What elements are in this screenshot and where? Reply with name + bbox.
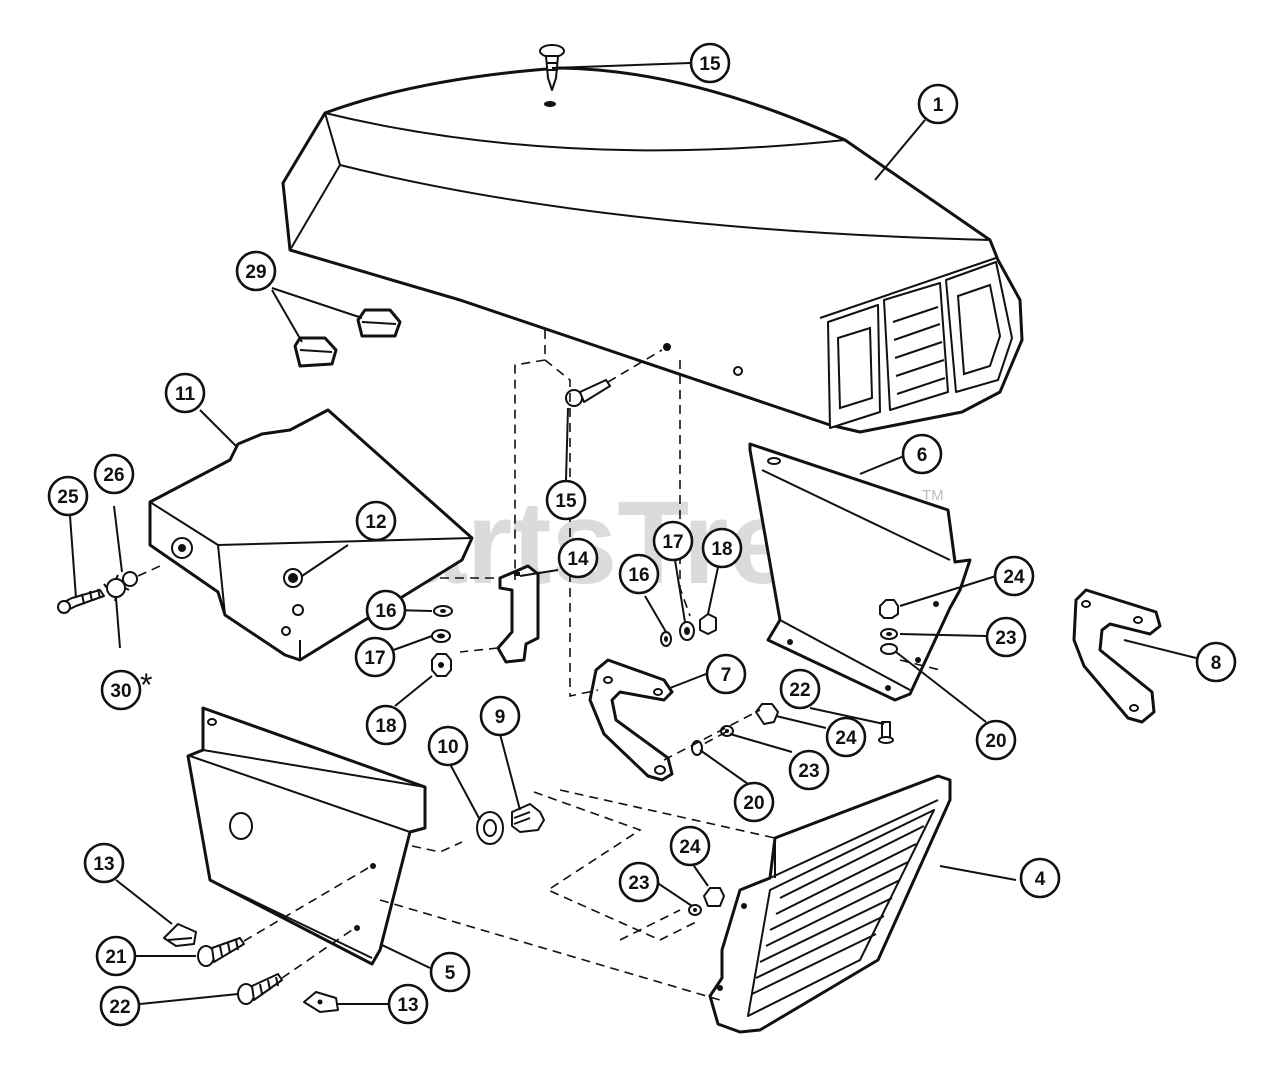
svg-text:17: 17 <box>662 532 683 553</box>
bumper-pads <box>293 308 402 368</box>
callout-23-right: 23 <box>985 616 1027 658</box>
callout-10: 10 <box>427 725 469 767</box>
fastener-stack-bottom <box>688 887 725 916</box>
callout-6: 6 <box>901 433 943 475</box>
screw-15-side <box>565 349 663 407</box>
svg-text:15: 15 <box>699 54 721 75</box>
callout-30: 30 <box>100 669 142 711</box>
svg-text:18: 18 <box>375 716 396 737</box>
svg-text:20: 20 <box>985 731 1006 752</box>
carriage-bolt-21 <box>197 867 369 967</box>
screw-15-top <box>539 44 565 107</box>
callout-8: 8 <box>1195 641 1237 683</box>
callout-5: 5 <box>429 951 471 993</box>
callout-18-middle: 18 <box>701 527 743 569</box>
callout-16-left: 16 <box>365 589 407 631</box>
svg-text:24: 24 <box>1003 567 1025 588</box>
callout-15-side: 15 <box>545 479 587 521</box>
svg-text:24: 24 <box>679 837 701 858</box>
callout-21: 21 <box>95 935 137 977</box>
callout-23-bottom: 23 <box>618 861 660 903</box>
bracket-14-part <box>496 564 540 664</box>
svg-text:18: 18 <box>711 539 732 560</box>
side-panel-5-part <box>186 706 427 966</box>
carriage-bolt-22 <box>237 929 353 1005</box>
callout-15-top: 15 <box>689 42 731 84</box>
svg-text:8: 8 <box>1211 653 1222 674</box>
svg-text:22: 22 <box>789 680 810 701</box>
svg-text:6: 6 <box>917 445 928 466</box>
callout-24-bottom: 24 <box>669 825 711 867</box>
callout-24-right: 24 <box>993 555 1035 597</box>
svg-text:7: 7 <box>721 665 732 686</box>
callout-17-left: 17 <box>354 636 396 678</box>
svg-text:23: 23 <box>995 628 1016 649</box>
front-grille-4-part <box>708 774 952 1034</box>
left-fastener-stack <box>57 565 161 614</box>
svg-text:4: 4 <box>1035 869 1046 890</box>
heat-shield-part <box>148 408 474 662</box>
bracket-8-part <box>1072 588 1162 724</box>
callout-11: 11 <box>164 372 206 414</box>
callout-26: 26 <box>93 453 135 495</box>
svg-text:13: 13 <box>397 995 418 1016</box>
svg-text:21: 21 <box>105 947 127 968</box>
svg-text:16: 16 <box>628 565 649 586</box>
hood-part <box>281 66 1024 434</box>
callout-7: 7 <box>705 653 747 695</box>
callout-22-left: 22 <box>99 985 141 1027</box>
svg-text:23: 23 <box>798 761 819 782</box>
svg-text:24: 24 <box>835 728 857 749</box>
callout-23-center: 23 <box>788 749 830 791</box>
svg-text:22: 22 <box>109 997 130 1018</box>
svg-text:12: 12 <box>365 512 386 533</box>
svg-text:14: 14 <box>567 549 589 570</box>
callout-4: 4 <box>1019 857 1061 899</box>
clip-13-bottom <box>303 991 339 1013</box>
svg-text:23: 23 <box>628 873 649 894</box>
callout-22-right: 22 <box>779 668 821 710</box>
callout-9: 9 <box>479 695 521 737</box>
bracket-7-part <box>588 658 674 782</box>
callout-13-upper: 13 <box>83 842 125 884</box>
callout-16-middle: 16 <box>618 553 660 595</box>
svg-text:17: 17 <box>364 648 385 669</box>
grommet-spacer <box>476 803 545 845</box>
svg-text:10: 10 <box>437 737 458 758</box>
leader-lines <box>69 62 1197 1005</box>
callout-20-center: 20 <box>733 781 775 823</box>
svg-text:20: 20 <box>743 793 764 814</box>
washer-stack-middle <box>660 613 717 647</box>
callout-25: 25 <box>47 475 89 517</box>
svg-text:5: 5 <box>445 963 456 984</box>
callout-1: 1 <box>917 83 959 125</box>
washer-stack-right <box>879 599 899 655</box>
clip-13-left <box>163 923 197 947</box>
svg-text:15: 15 <box>555 491 577 512</box>
svg-text:29: 29 <box>245 262 266 283</box>
callout-20-right: 20 <box>975 719 1017 761</box>
side-plate-6-part <box>748 442 972 702</box>
svg-text:1: 1 <box>933 95 944 116</box>
asterisk-note-marker: * <box>140 667 152 703</box>
callout-24-center: 24 <box>825 716 867 758</box>
svg-text:13: 13 <box>93 854 114 875</box>
svg-text:16: 16 <box>375 601 396 622</box>
callout-12: 12 <box>355 500 397 542</box>
washer-stack-left <box>431 605 453 677</box>
svg-text:30: 30 <box>110 681 131 702</box>
callout-14: 14 <box>557 537 599 579</box>
watermark-trademark: TM <box>922 487 944 504</box>
callout-18-left: 18 <box>365 704 407 746</box>
svg-text:9: 9 <box>495 707 506 728</box>
callout-17-middle: 17 <box>652 520 694 562</box>
svg-text:26: 26 <box>103 465 124 486</box>
svg-text:11: 11 <box>175 384 196 405</box>
callout-29: 29 <box>235 250 277 292</box>
callout-13-lower: 13 <box>387 983 429 1025</box>
svg-text:25: 25 <box>57 487 79 508</box>
